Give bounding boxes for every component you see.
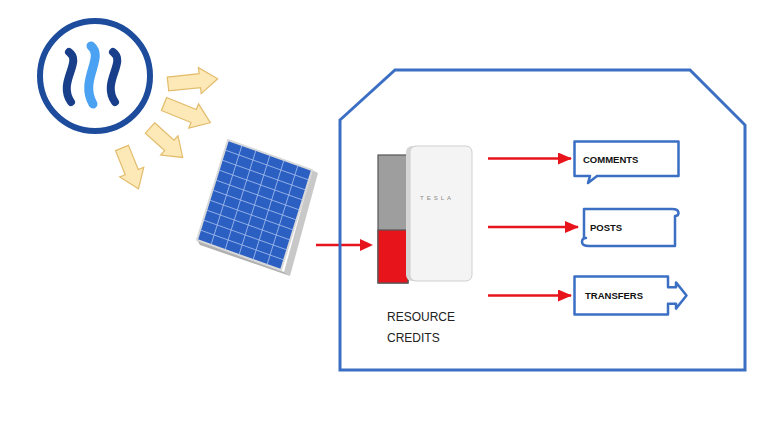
flow-arrow bbox=[488, 294, 571, 297]
box-label: POSTS bbox=[590, 222, 622, 233]
steem-logo bbox=[40, 21, 150, 131]
solar-panel bbox=[197, 140, 318, 276]
gauge-label: RESOURCE CREDITS bbox=[387, 307, 467, 349]
flow-arrow bbox=[488, 157, 571, 160]
account-outline bbox=[340, 70, 745, 370]
battery-illustration bbox=[375, 143, 485, 358]
flow-arrow bbox=[488, 226, 578, 229]
box-texts: POSTS bbox=[590, 222, 622, 233]
transfers-box: TRANSFERS bbox=[573, 275, 688, 316]
box-texts: TRANSFERS bbox=[585, 290, 643, 301]
charge-arrow bbox=[316, 239, 373, 251]
box-label: TRANSFERS bbox=[585, 290, 643, 301]
box-label: COMMENTS bbox=[583, 154, 638, 165]
ray-arrows bbox=[110, 66, 219, 194]
posts-box: POSTS bbox=[580, 206, 680, 248]
box-texts: COMMENTS bbox=[583, 154, 638, 165]
comments-box: COMMENTS bbox=[573, 140, 680, 184]
brand-mark: TESLA bbox=[420, 195, 454, 201]
battery-node: TESLA RESOURCE CREDITS bbox=[375, 143, 485, 358]
